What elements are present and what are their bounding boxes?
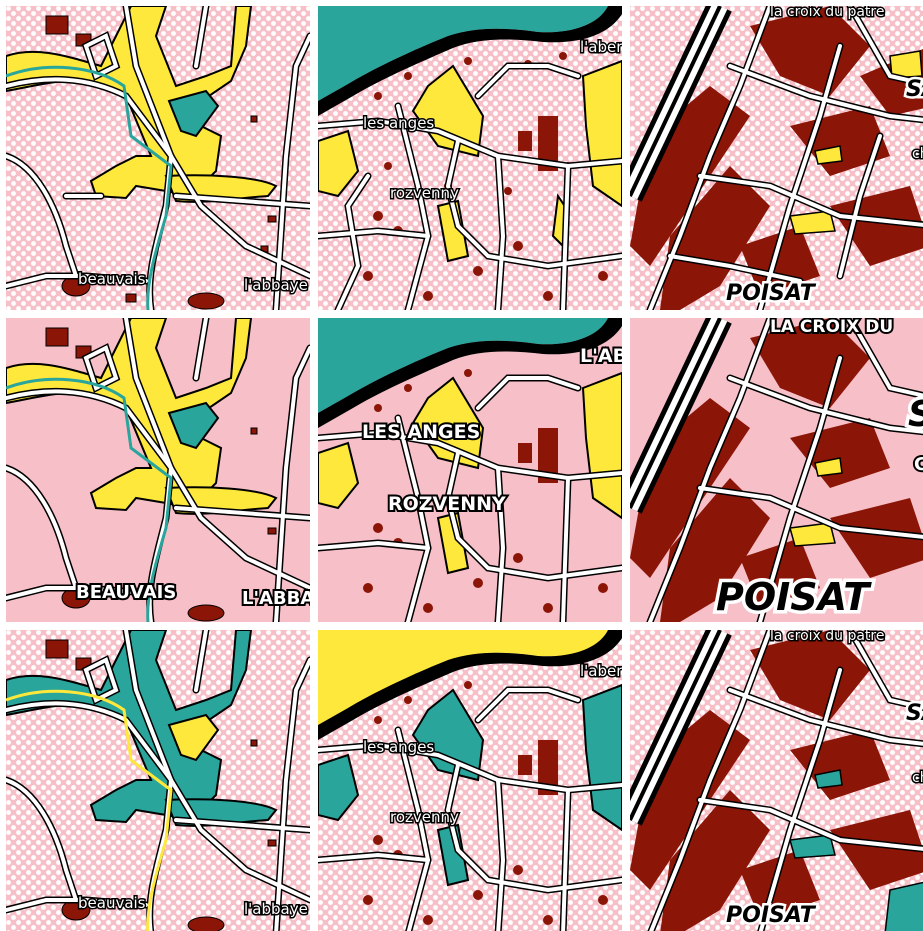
place-label-ch: ch (912, 146, 923, 162)
place-label-beauvais: beauvais (78, 270, 146, 288)
place-label-la-croix-du-patre: la croix du patre (770, 6, 884, 20)
stream (6, 65, 173, 310)
map-tile-les-anges-row3[interactable]: les anges rozvenny l'aber (318, 630, 622, 931)
place-label-s: S (908, 394, 923, 435)
sea (318, 6, 608, 101)
place-label-aber: L'AB (580, 345, 622, 367)
coastline (318, 318, 622, 428)
place-label-abbaye: l'abbaye (244, 900, 308, 918)
place-label-beauvais: BEAUVAIS (76, 582, 176, 603)
roads (6, 630, 310, 931)
place-label-ch: ch (912, 770, 923, 786)
yellow-landuse (789, 457, 843, 547)
stream (6, 689, 173, 931)
place-label-abbaye: L'ABBA (242, 588, 310, 609)
roads (647, 630, 923, 931)
place-label-beauvais: beauvais (78, 894, 146, 912)
place-label-les-anges: LES ANGES (362, 421, 480, 443)
roads (646, 6, 923, 310)
place-label-la-croix-du: LA CROIX DU (770, 318, 893, 337)
buildings (45, 15, 277, 310)
roads (318, 62, 622, 310)
place-label-poisat: POISAT (726, 903, 817, 928)
highway (630, 630, 732, 826)
map-tile-beauvais-row3[interactable]: beauvais l'abbaye (6, 630, 310, 931)
water-body (167, 713, 220, 762)
place-label-aber: l'aber (580, 38, 622, 56)
place-label-les-anges: les anges (363, 738, 434, 756)
highway (630, 318, 732, 514)
map-tile-poisat-row3[interactable]: la croix du patre POISAT SA ch (630, 630, 923, 931)
roads (318, 686, 622, 931)
place-label-aber: l'aber (580, 662, 622, 680)
buildings (363, 681, 608, 925)
map-tile-les-anges-row2[interactable]: LES ANGES ROZVENNY L'AB (318, 318, 622, 622)
highway (630, 6, 732, 202)
map-tile-les-anges-row1[interactable]: les anges rozvenny l'aber (318, 6, 622, 310)
map-tile-beauvais-row2[interactable]: BEAUVAIS L'ABBA (6, 318, 310, 622)
place-label-rozvenny: ROZVENNY (388, 493, 506, 515)
yellow-landuse (318, 371, 622, 575)
place-label-sa: SA (906, 77, 923, 102)
stream (6, 377, 173, 622)
buildings (45, 639, 277, 931)
roads (318, 374, 622, 622)
coastline (318, 6, 622, 116)
water-body (167, 401, 220, 450)
sea (318, 630, 608, 725)
map-tile-poisat-row2[interactable]: LA CROIX DU POISAT S C (630, 318, 923, 622)
map-tile-beauvais-row1[interactable]: beauvais l'abbaye (6, 6, 310, 310)
teal-landuse (318, 683, 622, 887)
roads (646, 318, 923, 622)
place-label-poisat: POISAT (716, 575, 872, 619)
place-label-c: C (914, 454, 923, 475)
place-label-sa: SA (906, 701, 923, 726)
yellow-landuse (789, 50, 923, 235)
water-body (167, 89, 220, 138)
teal-landuse (789, 769, 923, 931)
buildings (363, 369, 608, 613)
roads (6, 318, 310, 622)
roads (6, 6, 310, 310)
place-label-abbaye: l'abbaye (244, 276, 308, 294)
yellow-landuse (318, 59, 622, 263)
place-label-rozvenny: rozvenny (390, 808, 459, 826)
place-label-les-anges: les anges (363, 114, 434, 132)
place-label-rozvenny: rozvenny (390, 184, 459, 202)
sea (318, 318, 608, 413)
place-label-poisat: POISAT (726, 281, 817, 306)
map-tile-poisat-row1[interactable]: la croix du patre POISAT SA ch (630, 6, 923, 310)
place-label-la-croix-du-patre: la croix du patre (770, 630, 884, 644)
coastline (318, 630, 622, 740)
